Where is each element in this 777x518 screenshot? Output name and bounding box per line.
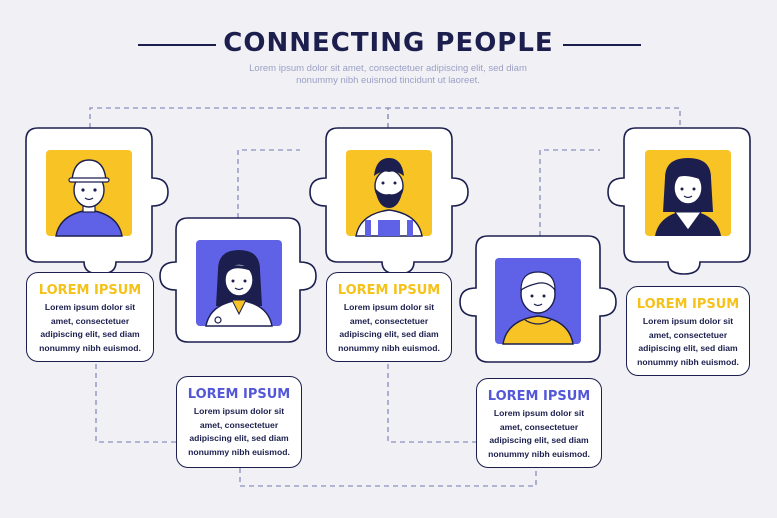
connector-bottom-left	[95, 364, 176, 443]
title-rule-left	[138, 44, 216, 46]
connector-mid-right	[539, 149, 600, 236]
card-body-line: amet, consectetuer	[499, 421, 579, 432]
avatar-elderly-woman	[495, 258, 581, 345]
text-card-1: LOREM IPSUM Lorem ipsum dolor sit amet, …	[26, 272, 154, 362]
card-body-line: amet, consectetuer	[349, 315, 429, 326]
card-title: LOREM IPSUM	[337, 283, 441, 298]
card-body-line: Lorem ipsum dolor sit	[44, 302, 136, 312]
card-body-line: Lorem ipsum dolor sit	[193, 406, 285, 416]
card-body-line: Lorem ipsum dolor sit	[493, 408, 585, 418]
card-body: Lorem ipsum dolor sit amet, consectetuer…	[327, 301, 451, 355]
card-body-line: Lorem ipsum dolor sit	[642, 316, 734, 326]
card-body-line: nonummy nibh euismod.	[338, 342, 440, 353]
avatar-construction-worker	[46, 150, 132, 237]
connector-mid-left	[237, 149, 300, 218]
text-card-5: LOREM IPSUM Lorem ipsum dolor sit amet, …	[626, 286, 750, 376]
card-body-line: adipiscing elit, sed diam	[638, 343, 738, 353]
card-body-line: Lorem ipsum dolor sit	[343, 302, 435, 312]
card-body-line: nonummy nibh euismod.	[39, 342, 141, 353]
card-body-line: adipiscing elit, sed diam	[189, 433, 289, 443]
page-subtitle: Lorem ipsum dolor sit amet, consectetuer…	[249, 63, 527, 86]
text-card-4: LOREM IPSUM Lorem ipsum dolor sit amet, …	[476, 378, 602, 468]
card-body-line: nonummy nibh euismod.	[637, 356, 739, 367]
avatar-woman	[645, 150, 731, 236]
card-body-line: amet, consectetuer	[50, 315, 130, 326]
avatar-bearded-man	[346, 150, 432, 237]
connector-bottom-center	[387, 364, 476, 443]
card-body: Lorem ipsum dolor sit amet, consectetuer…	[177, 405, 301, 459]
connector-top-left	[89, 107, 389, 128]
card-body: Lorem ipsum dolor sit amet, consectetuer…	[27, 301, 153, 355]
text-card-2: LOREM IPSUM Lorem ipsum dolor sit amet, …	[176, 376, 302, 468]
connector-bottom-long	[239, 468, 537, 487]
card-body-line: nonummy nibh euismod.	[188, 446, 290, 457]
card-title: LOREM IPSUM	[487, 389, 591, 404]
connector-top-right	[387, 107, 681, 128]
card-body-line: amet, consectetuer	[648, 329, 728, 340]
card-body-line: amet, consectetuer	[199, 419, 279, 430]
card-body-line: adipiscing elit, sed diam	[489, 435, 589, 445]
avatar-doctor	[196, 240, 282, 327]
card-title: LOREM IPSUM	[636, 297, 740, 312]
card-body-line: adipiscing elit, sed diam	[339, 329, 439, 339]
card-body-line: adipiscing elit, sed diam	[40, 329, 140, 339]
card-title: LOREM IPSUM	[187, 387, 291, 402]
card-body: Lorem ipsum dolor sit amet, consectetuer…	[627, 315, 749, 369]
page-title: CONNECTING PEOPLE	[223, 28, 554, 58]
card-body: Lorem ipsum dolor sit amet, consectetuer…	[477, 407, 601, 461]
title-rule-right	[563, 44, 641, 46]
text-card-3: LOREM IPSUM Lorem ipsum dolor sit amet, …	[326, 272, 452, 362]
dashed-connectors	[89, 107, 681, 487]
card-title: LOREM IPSUM	[38, 283, 142, 298]
card-body-line: nonummy nibh euismod.	[488, 448, 590, 459]
